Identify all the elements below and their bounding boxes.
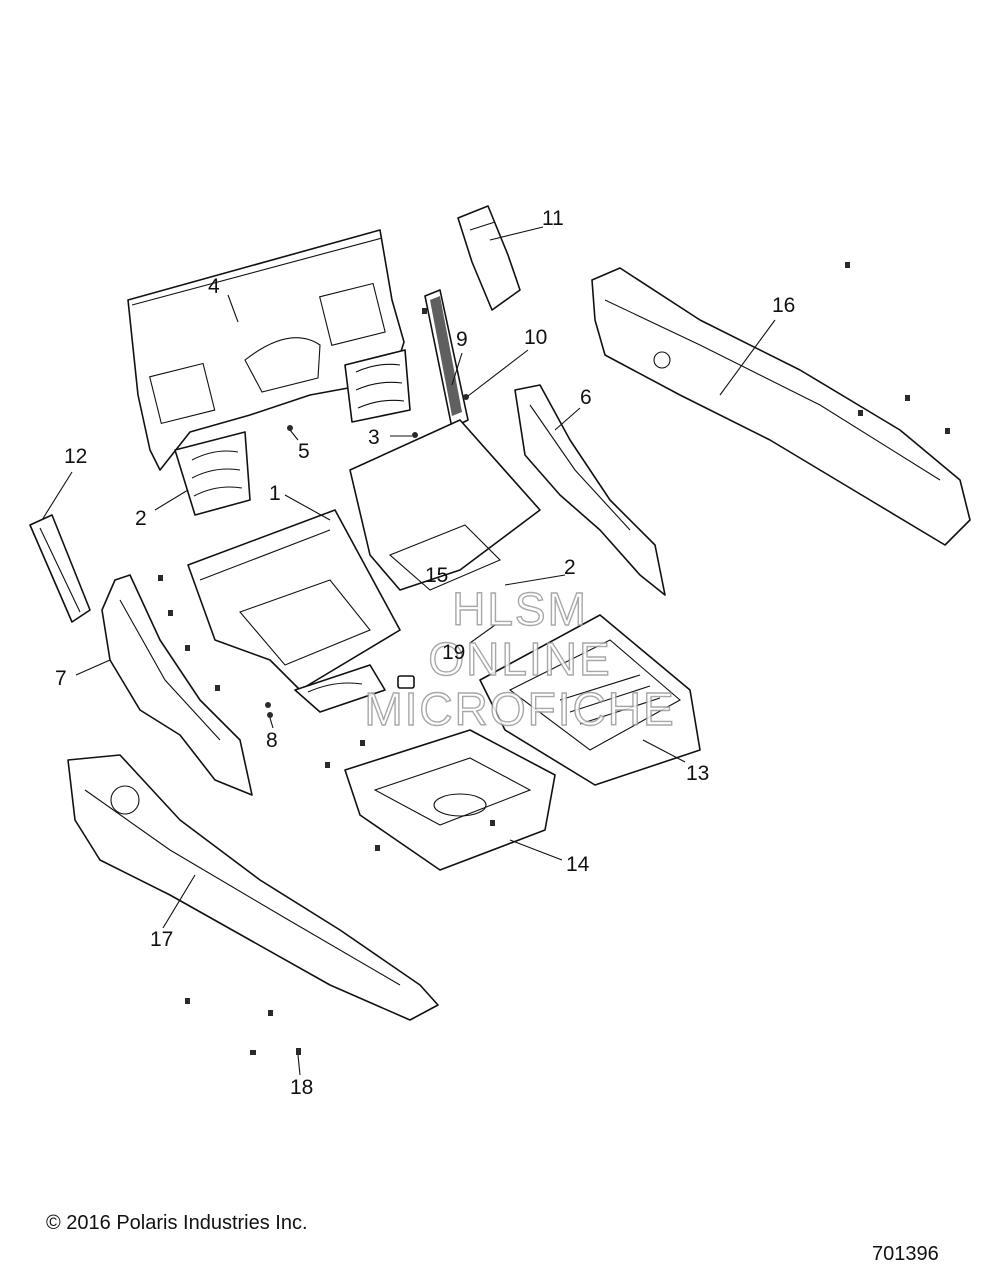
callout-7: 7 [55,667,67,690]
floor-mat-part-2-right [344,349,411,423]
figure-number: 701396 [872,1243,939,1265]
svg-text:HLSM: HLSM [452,583,588,635]
latch-part-19 [397,675,415,689]
floor-mat-part-2-left [174,431,251,516]
fastener-part-5 [287,425,293,431]
side-panel-part-7 [101,574,253,796]
fastener-part-8b [265,702,271,708]
fastener-part-8a [267,712,273,718]
bracket-part-11 [457,205,521,311]
fastener-part-18b [250,1050,256,1055]
callout-13: 13 [686,762,709,785]
fastener-part-18a [296,1048,301,1055]
callout-10: 10 [524,326,547,349]
copyright-notice: © 2016 Polaris Industries Inc. [46,1212,308,1234]
storage-bin-part-14 [344,729,556,871]
storage-bin-part-13 [479,614,701,786]
floor-tub-part-15 [349,419,541,591]
callout-1: 1 [269,482,281,505]
callout-18: 18 [290,1076,313,1099]
callout-17: 17 [150,928,173,951]
callout-9: 9 [456,328,468,351]
watermark: HLSM ONLINE MICROFICHE [364,582,675,735]
callout-15: 15 [425,564,448,587]
callout-16: 16 [772,294,795,317]
leader-lines [41,226,776,1076]
grille-part-9 [424,289,469,429]
callout-6: 6 [580,386,592,409]
svg-text:MICROFICHE: MICROFICHE [364,683,675,735]
callout-8: 8 [266,729,278,752]
rocker-panel-part-16 [591,267,971,546]
floor-mat-part-2-lower [294,664,386,713]
side-panel-part-6 [514,384,666,596]
callout-11: 11 [542,207,564,230]
callout-14: 14 [566,853,590,876]
callout-3: 3 [368,426,380,449]
dash-panel-part-4 [127,229,405,471]
callouts: 1 2 2 3 4 5 6 7 8 9 10 11 12 13 14 15 16… [55,207,795,1099]
svg-text:ONLINE: ONLINE [428,633,611,685]
side-trim-part-12 [29,514,91,623]
callout-12: 12 [64,445,87,468]
callout-19: 19 [442,641,465,664]
fastener-part-10 [463,394,469,400]
callout-4: 4 [208,275,220,298]
callout-2-lower: 2 [564,556,576,579]
fastener-part-18d [268,1010,273,1016]
callout-5: 5 [298,440,310,463]
fastener-part-18c [185,998,190,1004]
rocker-panel-part-17 [67,754,439,1021]
fastener-part-3 [412,432,418,438]
fasteners [158,262,950,1055]
callout-2-upper: 2 [135,507,147,530]
